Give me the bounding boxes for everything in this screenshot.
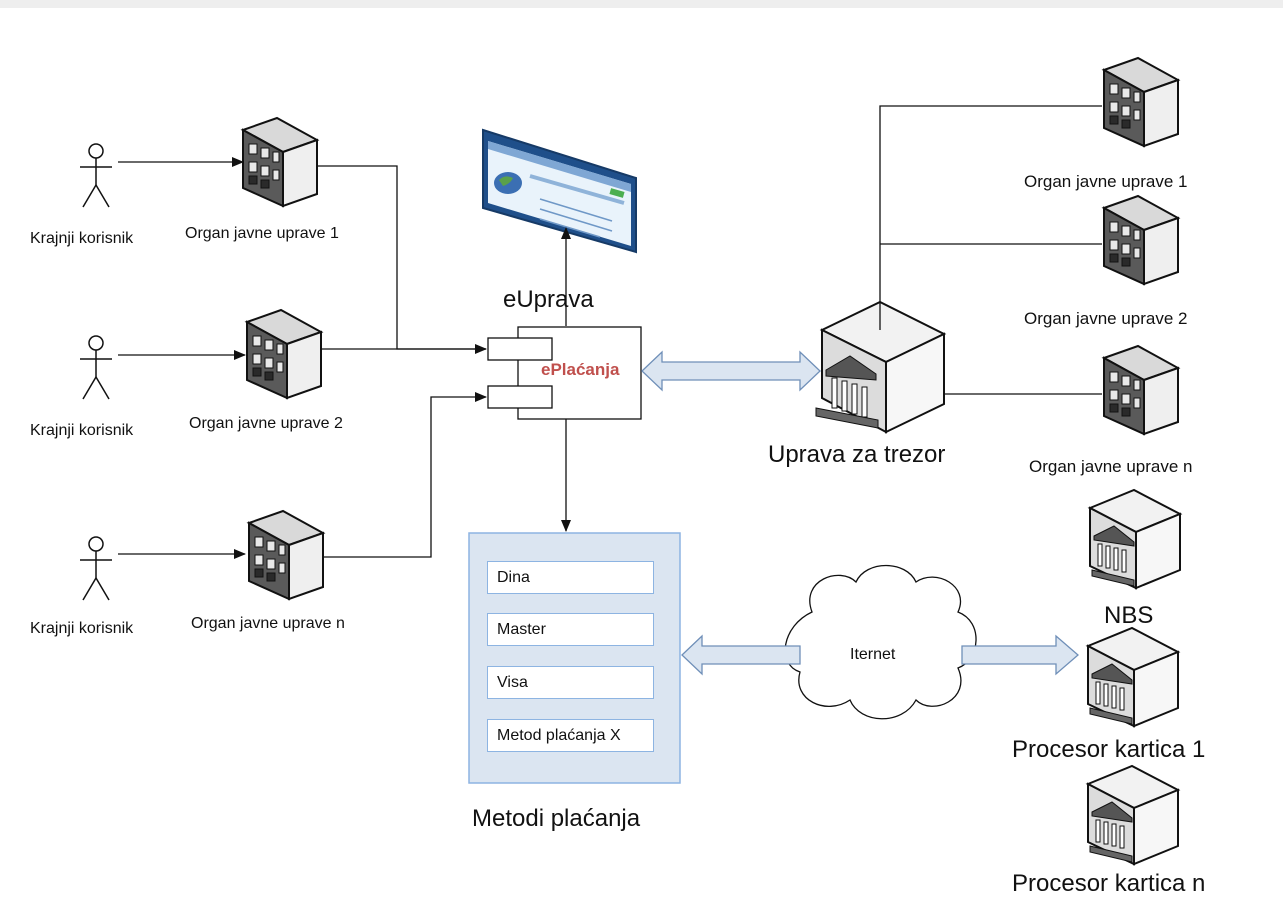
payment-method-item[interactable]: Metod plaćanja X	[487, 719, 654, 752]
arrow-internet-methods	[681, 634, 801, 676]
payment-method-item[interactable]: Visa	[487, 666, 654, 699]
browser-window-icon	[482, 128, 637, 254]
user-icon-1	[79, 143, 113, 208]
office-building-icon-3	[248, 510, 324, 600]
user-label-1: Krajnji korisnik	[30, 230, 134, 247]
treasury-bank-icon	[815, 300, 947, 434]
payment-method-item[interactable]: Master	[487, 613, 654, 646]
connector-organn-eplacanja	[324, 392, 487, 558]
connector-treasury-organ1	[879, 105, 1102, 330]
payment-method-item[interactable]: Dina	[487, 561, 654, 594]
user-label-3: Krajnji korisnik	[30, 620, 134, 637]
bank-server-icon-nbs	[1089, 489, 1181, 589]
user-label-2: Krajnji korisnik	[30, 422, 134, 439]
eplacanja-label: ePlaćanja	[541, 360, 620, 379]
left-organ-label-3: Organ javne uprave n	[191, 615, 345, 632]
top-shade	[0, 0, 1283, 8]
right-organ-label-1: Organ javne uprave 1	[1024, 172, 1188, 191]
office-building-icon-rn	[1103, 345, 1179, 435]
internet-cloud-icon	[784, 564, 977, 720]
office-building-icon-r1	[1103, 57, 1179, 147]
office-building-icon-1	[242, 117, 318, 207]
portal-label: eUprava	[503, 286, 594, 313]
bank-server-icon-processorn	[1087, 765, 1179, 865]
right-organ-label-n: Organ javne uprave n	[1029, 457, 1193, 476]
left-organ-label-1: Organ javne uprave 1	[185, 225, 339, 242]
bank-label-nbs: NBS	[1104, 602, 1154, 629]
user-icon-3	[79, 536, 113, 601]
bank-label-processor1: Procesor kartica 1	[1012, 736, 1206, 763]
office-building-icon-r2	[1103, 195, 1179, 285]
office-building-icon-2	[246, 309, 322, 399]
connector-organ1-eplacanja	[317, 165, 487, 354]
right-organ-label-2: Organ javne uprave 2	[1024, 309, 1188, 328]
cloud-label: Iternet	[850, 646, 896, 663]
arrow-internet-banks	[961, 634, 1079, 676]
left-organ-label-2: Organ javne uprave 2	[189, 415, 343, 432]
double-arrow-eplacanja-treasury	[641, 350, 821, 392]
user-icon-2	[79, 335, 113, 400]
treasury-label: Uprava za trezor	[768, 441, 946, 468]
methods-title: Metodi plaćanja	[472, 805, 641, 832]
bank-server-icon-processor1	[1087, 627, 1179, 727]
eplacanja-component	[487, 326, 642, 420]
bank-label-processorn: Procesor kartica n	[1012, 870, 1206, 897]
